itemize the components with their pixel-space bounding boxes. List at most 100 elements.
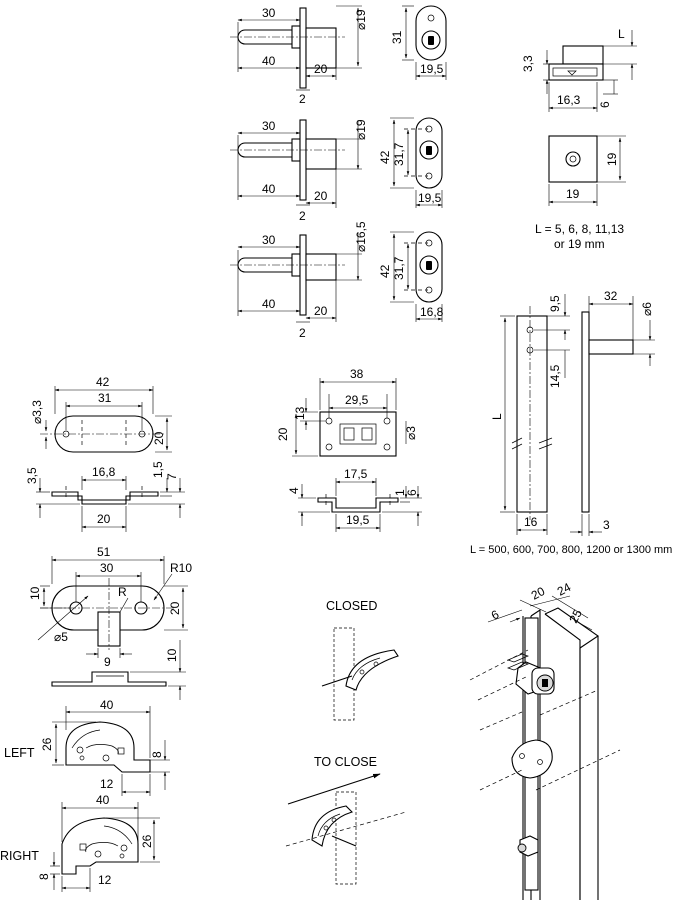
dim-19-horizontal: 19	[566, 187, 580, 201]
dim-20: 20	[314, 62, 328, 76]
dim-20: 20	[529, 584, 548, 603]
dim-14-5: 14,5	[548, 364, 562, 388]
bushing-side-view: 3,3 L 16,3 6	[521, 27, 637, 112]
length-note-line-2: or 19 mm	[554, 237, 605, 251]
dim-diameter: ⌀19	[354, 9, 368, 30]
length-note-line-1: L = 5, 6, 8, 11,13	[535, 222, 624, 236]
to-close-label: TO CLOSE	[314, 755, 377, 769]
dim-16: 16	[524, 515, 538, 529]
lock-1-front-view: 31 19,5	[390, 5, 447, 80]
dim-40: 40	[100, 698, 114, 712]
dim-31-7: 31,7	[392, 142, 406, 166]
dim-30: 30	[100, 561, 114, 575]
dim-30: 30	[262, 233, 276, 247]
dim-19-vertical: 19	[605, 152, 619, 166]
left-latch-plate: LEFT 40 26 8 12	[4, 698, 170, 796]
right-label: RIGHT	[0, 849, 39, 863]
dim-20: 20	[152, 431, 166, 445]
dim-9-5: 9,5	[548, 295, 562, 312]
dim-diameter: ⌀19	[354, 119, 368, 140]
dim-38: 38	[350, 367, 364, 381]
dim-26: 26	[140, 834, 154, 848]
dim-26: 26	[40, 737, 54, 751]
dim-19-5: 19,5	[418, 191, 442, 205]
dim-30: 30	[262, 6, 276, 20]
lock-3-side-view: 30 40 20 2 ⌀16,5	[230, 221, 368, 340]
dim-3-5: 3,5	[25, 467, 39, 484]
dim-12: 12	[100, 777, 114, 791]
dim-20: 20	[314, 304, 328, 318]
dim-diameter: ⌀16,5	[354, 221, 368, 252]
lock-2-side-view: 30 40 20 2 ⌀19	[230, 119, 368, 223]
dim-diameter-3-3: ⌀3,3	[30, 400, 44, 424]
dim-3: 3	[603, 518, 610, 532]
dim-20: 20	[276, 427, 290, 441]
dim-16-8: 16,8	[420, 305, 444, 319]
dim-42: 42	[96, 375, 110, 389]
lock-1-side-view: 30 40 20 2 ⌀19	[230, 5, 368, 106]
dim-40: 40	[262, 54, 276, 68]
dim-20: 20	[314, 189, 328, 203]
dim-10: 10	[28, 586, 42, 600]
closed-label: CLOSED	[326, 599, 377, 613]
lock-3-front-view: 42 31,7 16,8	[378, 231, 444, 322]
dim-20: 20	[168, 601, 182, 615]
dim-19-5: 19,5	[420, 62, 444, 76]
strike-plate-top-view: 38 29,5 13 20 ⌀3	[276, 367, 418, 457]
lock-2-front-view: 42 31,7 19,5	[378, 117, 443, 208]
dim-6: 6	[489, 607, 502, 623]
dim-17-5: 17,5	[344, 467, 368, 481]
rod-length-note: L = 500, 600, 700, 800, 1200 or 1300 mm	[470, 544, 672, 556]
to-close-sketch: TO CLOSE	[285, 755, 407, 885]
dim-40: 40	[96, 793, 110, 807]
dim-20: 20	[97, 512, 111, 526]
dim-L: L	[618, 27, 625, 41]
rod-front-view: 9,5 14,5 L 16	[490, 294, 570, 535]
dim-4: 4	[287, 487, 301, 494]
dim-32: 32	[604, 289, 618, 303]
dim-3-3: 3,3	[521, 55, 535, 72]
dim-1-5: 1,5	[151, 461, 165, 478]
dim-8: 8	[37, 873, 51, 880]
dim-R10: R10	[170, 561, 192, 575]
dim-6: 6	[598, 101, 612, 108]
dim-diameter-5: ⌀5	[54, 630, 68, 644]
dim-16-8: 16,8	[92, 465, 116, 479]
bolt-plate-side-view: 10	[51, 640, 186, 700]
dim-13: 13	[293, 406, 307, 420]
dim-12: 12	[98, 873, 112, 887]
dim-19-5: 19,5	[346, 513, 370, 527]
dim-2: 2	[299, 92, 306, 106]
dim-31-7: 31,7	[392, 256, 406, 280]
oval-plate-side-view: 16,8 20 3,5 1,5 7	[25, 461, 185, 532]
dim-16-3: 16,3	[557, 93, 581, 107]
dim-diameter-3: ⌀3	[404, 426, 418, 440]
dim-31: 31	[98, 391, 112, 405]
right-latch-plate: RIGHT 40 26 8 12	[0, 793, 160, 892]
dim-40: 40	[262, 297, 276, 311]
dim-9: 9	[104, 655, 111, 669]
dim-diameter-6: ⌀6	[640, 302, 654, 316]
dim-31: 31	[390, 30, 404, 44]
strike-plate-side-view: 17,5 19,5 4 1 6	[287, 467, 422, 532]
dim-25: 25	[566, 607, 585, 626]
dim-1: 1	[393, 489, 407, 496]
dim-6: 6	[405, 489, 419, 496]
dim-2: 2	[299, 209, 306, 223]
dim-R: R	[118, 585, 127, 599]
dim-42: 42	[378, 264, 392, 278]
dim-40: 40	[262, 182, 276, 196]
dim-L: L	[490, 413, 504, 420]
dim-7: 7	[165, 473, 179, 480]
dim-8: 8	[150, 751, 164, 758]
bushing-front-view: 19 19	[548, 135, 626, 206]
bolt-plate-top-view: 51 30 R10 R 10 20 ⌀5 9	[28, 545, 192, 669]
dim-30: 30	[262, 119, 276, 133]
dim-51: 51	[97, 545, 111, 559]
dim-42: 42	[378, 150, 392, 164]
dim-29-5: 29,5	[345, 393, 369, 407]
dim-24: 24	[555, 580, 574, 599]
closed-sketch: CLOSED	[321, 599, 399, 721]
rod-side-view: 32 ⌀6 3	[570, 289, 655, 536]
